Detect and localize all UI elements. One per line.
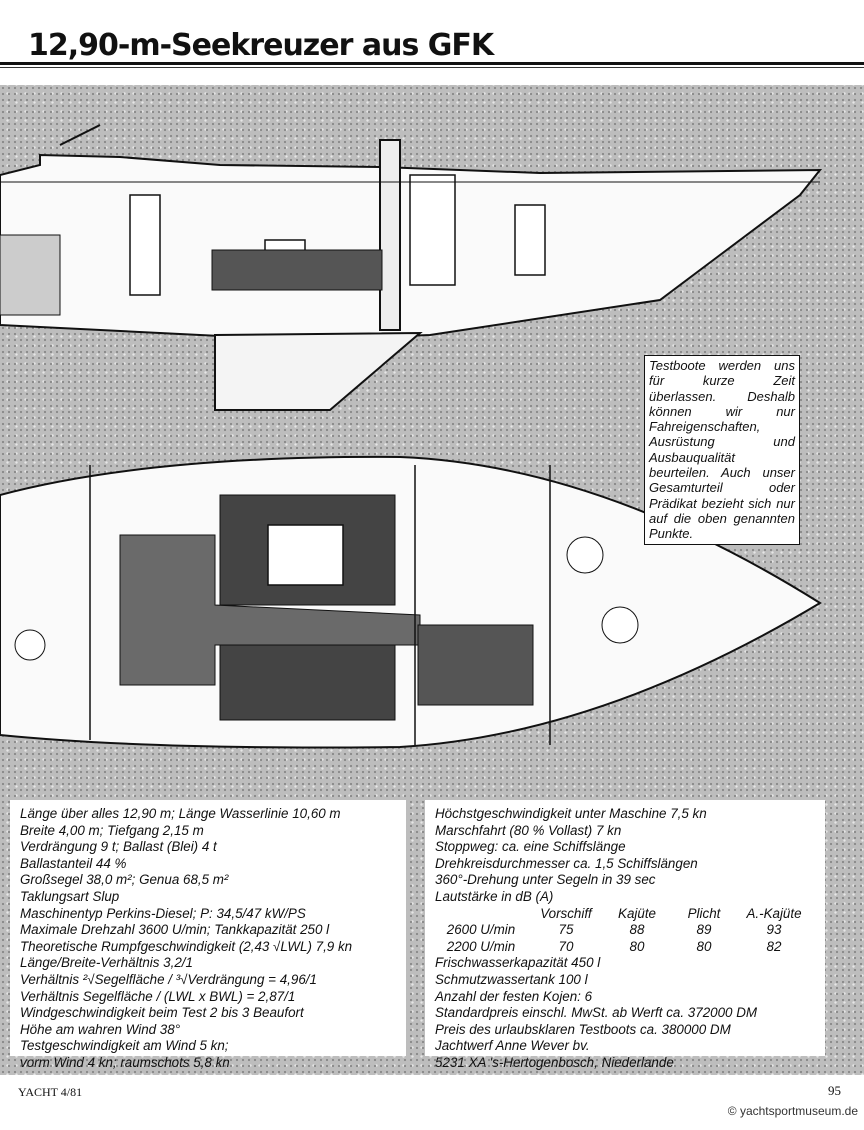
spec-line: Lautstärke in dB (A) bbox=[435, 888, 554, 904]
spec-line: Schmutzwassertank 100 l bbox=[435, 971, 588, 987]
spec-line: Testgeschwindigkeit am Wind 5 kn; bbox=[20, 1038, 229, 1054]
noise-cell: 80 bbox=[629, 938, 645, 954]
test-disclaimer-box: Testboote werden uns für kurze Zeit über… bbox=[644, 355, 800, 545]
noise-cell: 82 bbox=[766, 938, 782, 954]
noise-table: Vorschiff Kajüte Plicht A.-Kajüte 2600 U… bbox=[435, 906, 825, 956]
spec-line: Höchstgeschwindigkeit unter Maschine 7,5… bbox=[435, 806, 707, 821]
noise-cell: 75 bbox=[558, 922, 574, 938]
spec-line: Drehkreisdurchmesser ca. 1,5 Schiffsläng… bbox=[435, 855, 698, 871]
spec-line: Theoretische Rumpfgeschwindigkeit (2,43 … bbox=[20, 938, 353, 954]
spec-line: vorm Wind 4 kn; raumschots 5,8 kn bbox=[20, 1054, 230, 1070]
specs-left-panel: Länge über alles 12,90 m; Länge Wasserli… bbox=[10, 800, 406, 1070]
title-rule-thin bbox=[0, 67, 864, 68]
noise-cell: 88 bbox=[629, 922, 645, 938]
noise-header: Plicht bbox=[687, 905, 721, 921]
noise-cell: 2200 U/min bbox=[446, 938, 516, 954]
noise-cell: 70 bbox=[558, 938, 574, 954]
spec-line: Anzahl der festen Kojen: 6 bbox=[435, 988, 593, 1004]
spec-line: Maximale Drehzahl 3600 U/min; Tankkapazi… bbox=[20, 922, 330, 938]
watermark: © yachtsportmuseum.de bbox=[727, 1104, 858, 1118]
spec-line: Jachtwerf Anne Wever bv. bbox=[435, 1038, 590, 1054]
spec-line: Verhältnis Segelfläche / (LWL x BWL) = 2… bbox=[20, 988, 296, 1004]
boat-illustration bbox=[0, 85, 864, 1075]
noise-header: Vorschiff bbox=[540, 905, 592, 921]
noise-cell: 80 bbox=[696, 938, 712, 954]
spec-line: Preis des urlaubsklaren Testboots ca. 38… bbox=[435, 1021, 731, 1037]
noise-header bbox=[435, 906, 527, 923]
deck-plan bbox=[0, 455, 822, 749]
noise-header: Kajüte bbox=[618, 905, 656, 921]
spec-line: Verdrängung 9 t; Ballast (Blei) 4 t bbox=[20, 839, 217, 855]
specs-right-panel: Höchstgeschwindigkeit unter Maschine 7,5… bbox=[425, 800, 825, 1070]
page-number: 95 bbox=[828, 1083, 841, 1098]
spec-line: Ballastanteil 44 % bbox=[20, 855, 127, 871]
magazine-issue: YACHT 4/81 bbox=[18, 1085, 83, 1099]
spec-line: Verhältnis ²√Segelfläche / ³√Verdrängung… bbox=[20, 971, 317, 987]
noise-header: A.-Kajüte bbox=[746, 905, 802, 921]
spec-line: Maschinentyp Perkins-Diesel; P: 34,5/47 … bbox=[20, 905, 306, 921]
spec-line: Standardpreis einschl. MwSt. ab Werft ca… bbox=[435, 1005, 758, 1021]
noise-cell: 2600 U/min bbox=[446, 922, 516, 938]
title-rule bbox=[0, 62, 864, 65]
spec-line: 360°-Drehung unter Segeln in 39 sec bbox=[435, 872, 656, 888]
spec-line: Windgeschwindigkeit beim Test 2 bis 3 Be… bbox=[20, 1005, 304, 1021]
spec-line: Taklungsart Slup bbox=[20, 888, 120, 904]
spec-line: Frischwasserkapazität 450 l bbox=[435, 955, 601, 971]
spec-line: Länge/Breite-Verhältnis 3,2/1 bbox=[20, 955, 193, 971]
spec-line: Marschfahrt (80 % Vollast) 7 kn bbox=[435, 822, 622, 838]
spec-line: Stoppweg: ca. eine Schiffslänge bbox=[435, 839, 626, 855]
spec-line: Höhe am wahren Wind 38° bbox=[20, 1021, 181, 1037]
spec-line: Breite 4,00 m; Tiefgang 2,15 m bbox=[20, 822, 204, 838]
boat-drawing bbox=[0, 124, 823, 749]
spec-line: Großsegel 38,0 m²; Genua 68,5 m² bbox=[20, 872, 229, 888]
page-title: 12,90-m-Seekreuzer aus GFK bbox=[28, 28, 494, 63]
side-profile bbox=[0, 124, 823, 411]
noise-cell: 93 bbox=[766, 922, 782, 938]
spec-line: Länge über alles 12,90 m; Länge Wasserli… bbox=[20, 806, 341, 821]
spec-line: 5231 XA 's-Hertogenbosch, Niederlande bbox=[435, 1054, 674, 1070]
noise-cell: 89 bbox=[696, 922, 712, 938]
